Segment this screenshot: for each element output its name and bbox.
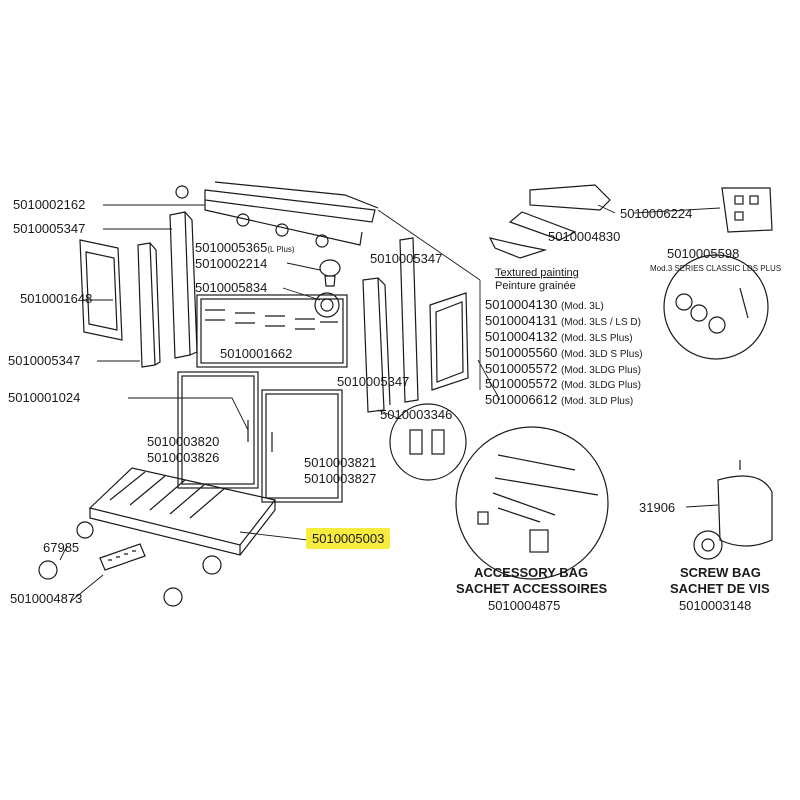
left-front-leg-drawing	[169, 211, 198, 359]
part-number: 5010003148	[679, 598, 752, 613]
side-shelf-drawing	[488, 184, 611, 259]
accessory-bag-drawing	[455, 426, 609, 580]
right-side-panel-drawing	[429, 292, 469, 391]
textured-title-en: Textured painting	[495, 267, 579, 279]
textured-row: 5010005560 (Mod. 3LD S Plus)	[485, 346, 643, 360]
part-number: 5010005598	[667, 246, 740, 261]
caster-drawing	[38, 521, 222, 607]
accessory-bag-title-fr: SACHET ACCESSOIRES	[456, 581, 608, 596]
screw-bag-title: SCREW BAG	[680, 565, 761, 580]
part-code: 5010004130	[485, 297, 558, 312]
base-frame-drawing	[88, 467, 277, 556]
part-number-with-note: 5010005365(L Plus)	[195, 241, 295, 254]
part-note: Mod.3 SERIES CLASSIC LDS PLUS	[650, 264, 782, 273]
textured-row: 5010004130 (Mod. 3L)	[485, 298, 604, 312]
leader-lines	[59, 204, 721, 603]
part-code: 5010004131	[485, 313, 558, 328]
part-number: 5010001662	[220, 346, 293, 361]
textured-title-fr: Peinture grainée	[495, 280, 576, 292]
part-number: 5010004830	[548, 229, 621, 244]
model: (Mod. 3LDG Plus)	[560, 365, 641, 376]
part-code: 5010005560	[485, 345, 558, 360]
part-number: 5010005347	[370, 251, 443, 266]
part-number: 5010002214	[195, 256, 268, 271]
right-rear-leg-drawing	[399, 237, 419, 403]
textured-row: 5010005572 (Mod. 3LDG Plus)	[485, 377, 641, 391]
part-number: 5010004873	[10, 591, 83, 606]
part-code: 5010006612	[485, 392, 558, 407]
part-number: 31906	[639, 500, 676, 515]
part-number: 5010003821	[304, 455, 377, 470]
knob-drawing	[314, 292, 340, 318]
part-number: 5010003820	[147, 434, 220, 449]
textured-row: 5010005572 (Mod. 3LDG Plus)	[485, 362, 641, 376]
textured-row: 5010006612 (Mod. 3LD Plus)	[485, 393, 633, 407]
accessory-bag-title: ACCESSORY BAG	[474, 565, 589, 580]
textured-row: 5010004131 (Mod. 3LS / LS D)	[485, 314, 641, 328]
control-panel-drawing	[175, 181, 379, 248]
right-door-drawing	[261, 389, 343, 503]
part-number: 5010005365	[195, 240, 268, 255]
left-door-drawing	[177, 371, 259, 489]
right-front-leg-drawing	[362, 277, 391, 413]
model: (Mod. 3LDG Plus)	[560, 380, 641, 391]
part-number: 5010004875	[488, 598, 561, 613]
model: (Mod. 3LD S Plus)	[560, 349, 643, 360]
front-panel-drawing	[196, 294, 348, 368]
part-code: 5010005572	[485, 361, 558, 376]
side-burner-drawing	[721, 187, 773, 233]
part-number: 5010005347	[337, 374, 410, 389]
left-side-panel-drawing	[79, 239, 123, 341]
part-number: 5010001648	[20, 291, 93, 306]
part-number: 5010005347	[13, 221, 86, 236]
model: (Mod. 3LD Plus)	[560, 396, 634, 407]
tool-bar-drawing	[99, 543, 146, 571]
part-code: 5010004132	[485, 329, 558, 344]
left-rear-leg-drawing	[137, 242, 161, 368]
model: (Mod. 3LS Plus)	[560, 333, 633, 344]
bracket-detail-drawing	[389, 403, 467, 481]
part-number: 5010005347	[8, 353, 81, 368]
part-code: 5010005572	[485, 376, 558, 391]
part-number: 5010006224	[620, 206, 693, 221]
highlighted-part-number[interactable]: 5010005003	[306, 528, 391, 549]
part-number: 5010002162	[13, 197, 86, 212]
knob-set-detail-drawing	[663, 254, 769, 360]
model: (Mod. 3LS / LS D)	[560, 317, 641, 328]
model: (Mod. 3L)	[560, 301, 604, 312]
part-note: (L Plus)	[267, 245, 295, 254]
textured-row: 5010004132 (Mod. 3LS Plus)	[485, 330, 633, 344]
part-number: 5010003827	[304, 471, 377, 486]
part-number: 5010005834	[195, 280, 268, 295]
part-number: 5010003346	[380, 407, 453, 422]
part-number: 67985	[43, 540, 80, 555]
part-number: 5010001024	[8, 390, 81, 405]
screw-bag-title-fr: SACHET DE VIS	[670, 581, 770, 596]
gas-tank-drawing	[693, 460, 773, 560]
part-number: 5010003826	[147, 450, 220, 465]
valve-drawing	[319, 259, 341, 287]
